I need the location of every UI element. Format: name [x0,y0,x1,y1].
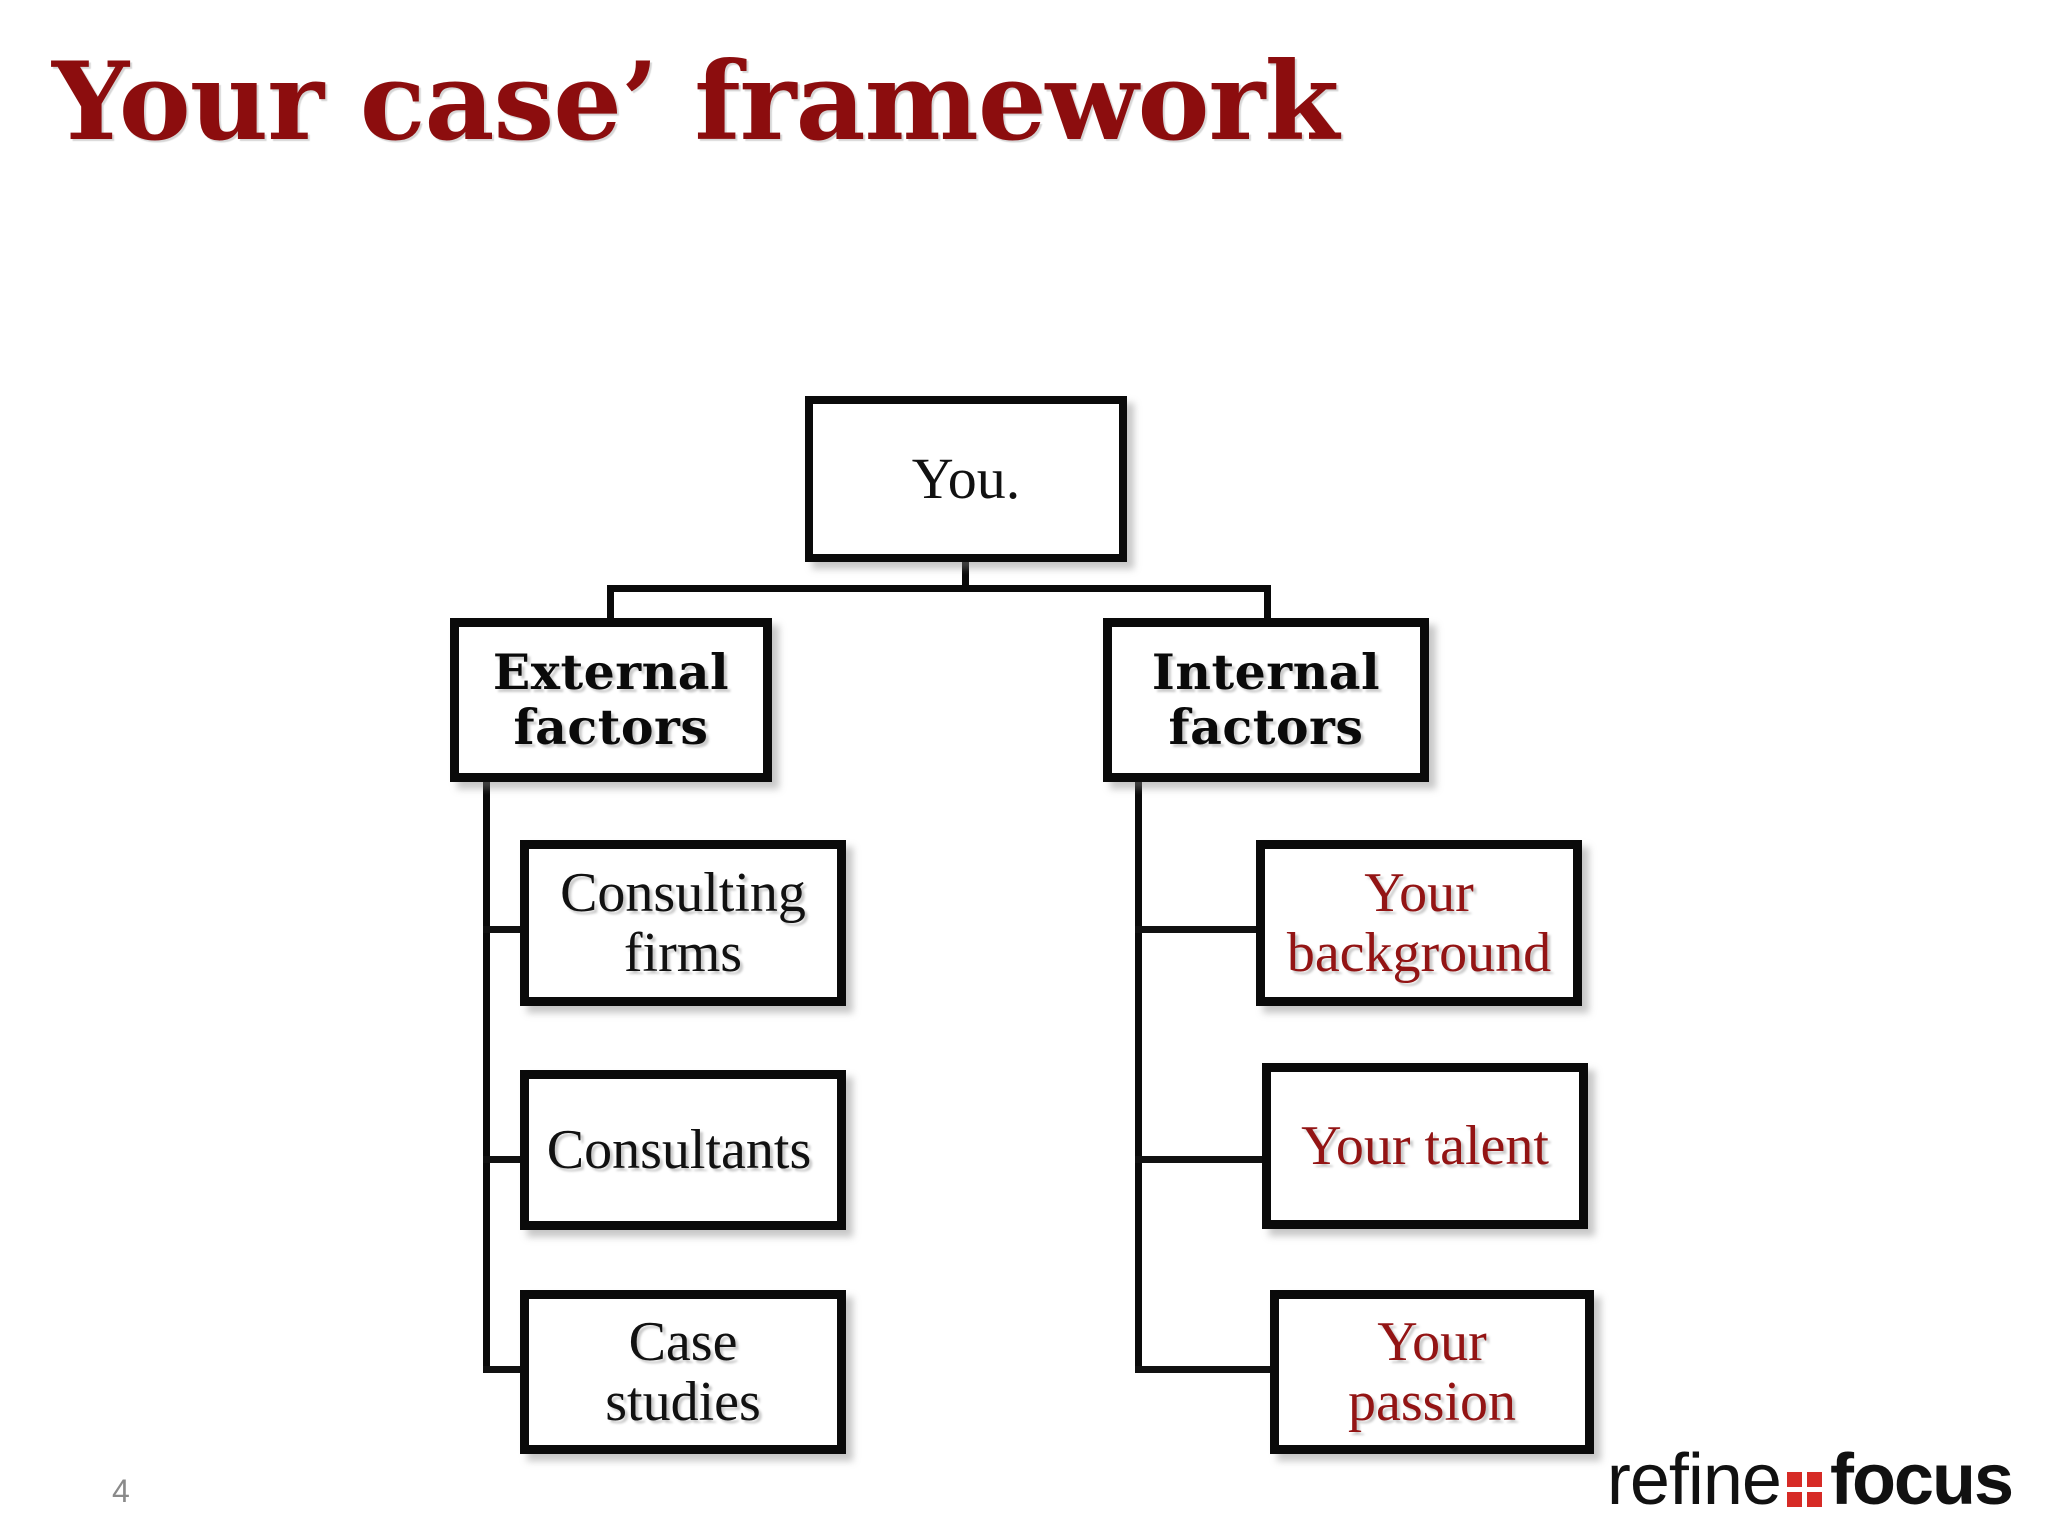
connector-stub-your-passion [1135,1366,1275,1373]
connector-horizontal-bus [607,585,1271,592]
node-you[interactable]: You. [805,396,1127,562]
connector-root-drop [962,562,969,592]
node-you-label: You. [911,445,1021,511]
connector-bus-to-external [607,585,614,621]
node-consultants-label: Consultants [546,1118,812,1181]
logo-word-focus: focus [1829,1440,2014,1520]
connector-spine-external [483,778,490,1370]
connector-spine-internal [1135,778,1142,1370]
connector-bus-to-internal [1264,585,1271,621]
connector-stub-case-studies [483,1366,527,1373]
refine-focus-logo: refine focus [1606,1440,2014,1520]
page-title: Your case’ framework [52,39,1339,165]
four-square-grid-icon [1786,1471,1822,1507]
connector-stub-consultants [483,1156,527,1163]
connector-stub-your-background [1135,926,1261,933]
page-number: 4 [112,1473,130,1509]
logo-word-refine: refine [1606,1440,1782,1520]
node-your-talent-label: Your talent [1301,1114,1549,1177]
connector-stub-consulting-firms [483,926,527,933]
node-your-talent[interactable]: Your talent [1262,1063,1588,1229]
connector-stub-your-talent [1135,1156,1267,1163]
node-consultants[interactable]: Consultants [520,1070,846,1230]
